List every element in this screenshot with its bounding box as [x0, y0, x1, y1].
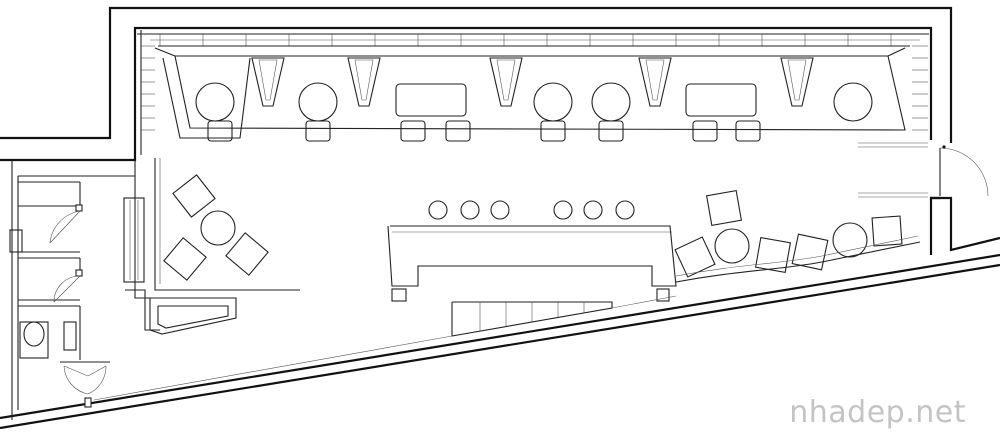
window-frames [141, 34, 928, 131]
banquette-seating [195, 82, 873, 142]
chair [207, 120, 233, 142]
booth-dividers [251, 57, 814, 107]
rear-door [60, 361, 110, 408]
interior-slant-line-2 [611, 295, 677, 309]
banquette-bench [154, 45, 910, 139]
booth-divider [489, 57, 523, 107]
chair [445, 120, 471, 142]
planter [149, 297, 237, 335]
exterior-walls [0, 6, 1000, 430]
chair [540, 120, 566, 142]
booth-divider-inner [496, 59, 516, 101]
booth-divider-inner [645, 59, 665, 101]
watermark-text: nhadep.net [789, 395, 966, 430]
round-table [833, 82, 873, 122]
round-table [533, 82, 573, 122]
chair [305, 120, 331, 142]
booth-divider [638, 57, 672, 107]
bar-counter [387, 225, 677, 302]
interior-slant-line [93, 335, 453, 401]
booth-divider-inner [258, 59, 278, 101]
chair [400, 120, 426, 142]
booth-divider-inner [354, 59, 374, 101]
restrooms [9, 160, 160, 420]
chair [692, 120, 718, 142]
booth-divider [780, 57, 814, 107]
right-lounge-seating [674, 189, 921, 283]
round-table [195, 82, 235, 122]
rect-table [685, 83, 757, 117]
chair [735, 120, 761, 142]
booth-divider [347, 57, 381, 107]
rect-table [395, 83, 467, 117]
entrance-door [858, 142, 989, 198]
booth-divider-inner [787, 59, 807, 101]
bar-stools [428, 200, 635, 220]
round-table [298, 82, 338, 122]
booth-divider [251, 57, 285, 107]
round-table [591, 82, 631, 122]
left-lounge-seating [154, 158, 300, 291]
chair [598, 120, 624, 142]
